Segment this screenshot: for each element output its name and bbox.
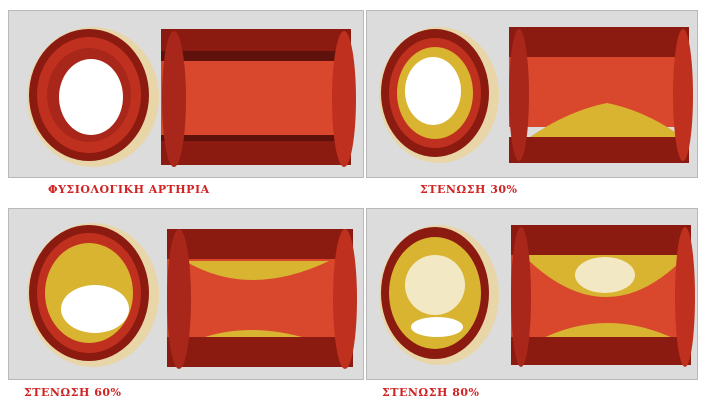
cross-section: [27, 27, 159, 167]
caption-normal-artery: ΦΥΣΙΟΛΟΓΙΚΗ ΑΡΤΗΡΙΑ: [48, 180, 210, 200]
lumen: [61, 285, 129, 333]
longitudinal-section: [167, 229, 357, 369]
caption-stenosis-30: ΣΤΕΝΩΣΗ 30%: [420, 180, 517, 200]
lumen: [405, 57, 461, 125]
panel-stenosis-60: [8, 208, 364, 380]
cross-section: [27, 223, 159, 367]
panel-stenosis-80: [366, 208, 698, 380]
panel-normal-artery: [8, 10, 364, 178]
lumen: [411, 317, 463, 337]
panel-stenosis-30: [366, 10, 698, 178]
cross-section: [379, 27, 499, 163]
lumen: [59, 59, 123, 135]
longitudinal-section: [161, 29, 356, 167]
normal-artery-illustration: [9, 11, 365, 179]
stenosis-30-illustration: [367, 11, 699, 179]
longitudinal-section: [511, 225, 695, 367]
stenosis-60-illustration: [9, 209, 365, 381]
stenosis-80-illustration: [367, 209, 699, 381]
cross-section: [379, 225, 499, 365]
longitudinal-section: [509, 27, 693, 163]
caption-stenosis-60: ΣΤΕΝΩΣΗ 60%: [24, 383, 121, 403]
caption-stenosis-80: ΣΤΕΝΩΣΗ 80%: [382, 383, 479, 403]
